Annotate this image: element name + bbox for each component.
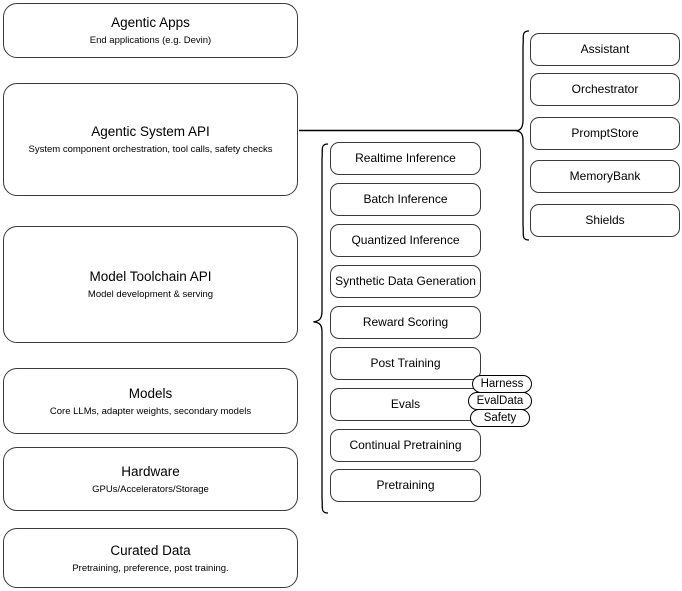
component-label: Continual Pretraining	[349, 438, 462, 452]
layer-subtitle: System component orchestration, tool cal…	[28, 144, 273, 155]
brace-right-system-components	[516, 30, 530, 241]
layer-title: Agentic System API	[91, 124, 210, 139]
layer-title: Model Toolchain API	[89, 269, 212, 284]
layer-card-model-toolchain-api[interactable]: Model Toolchain API Model development & …	[3, 226, 298, 343]
brace-middle-toolchain-components	[313, 143, 329, 514]
component-batch-inference[interactable]: Batch Inference	[330, 183, 481, 216]
component-realtime-inference[interactable]: Realtime Inference	[330, 142, 481, 175]
component-pretraining[interactable]: Pretraining	[330, 469, 481, 502]
component-label: Evals	[390, 397, 421, 411]
component-label: Shields	[585, 213, 625, 227]
layer-card-agentic-system-api[interactable]: Agentic System API System component orch…	[3, 83, 298, 196]
component-label: MemoryBank	[569, 169, 641, 183]
eval-tag-evaldata[interactable]: EvalData	[468, 392, 532, 410]
layer-title: Agentic Apps	[111, 15, 190, 30]
component-quantized-inference[interactable]: Quantized Inference	[330, 224, 481, 257]
layer-subtitle: Pretraining, preference, post training.	[72, 562, 229, 574]
component-promptstore[interactable]: PromptStore	[530, 117, 680, 150]
component-assistant[interactable]: Assistant	[530, 33, 680, 66]
component-synthetic-data-generation[interactable]: Synthetic Data Generation	[330, 265, 481, 298]
component-shields[interactable]: Shields	[530, 204, 680, 237]
component-label: Quantized Inference	[351, 233, 460, 247]
component-label: Synthetic Data Generation	[335, 274, 476, 288]
component-label: Pretraining	[376, 478, 435, 492]
layer-subtitle: Core LLMs, adapter weights, secondary mo…	[49, 405, 252, 417]
eval-tag-safety[interactable]: Safety	[470, 409, 530, 427]
component-label: Assistant	[580, 42, 630, 56]
eval-tag-harness[interactable]: Harness	[472, 375, 532, 393]
layer-title: Hardware	[121, 463, 180, 479]
layer-card-agentic-apps[interactable]: Agentic Apps End applications (e.g. Devi…	[3, 3, 298, 58]
component-reward-scoring[interactable]: Reward Scoring	[330, 306, 481, 339]
layer-card-hardware[interactable]: Hardware GPUs/Accelerators/Storage	[3, 447, 298, 511]
component-label: Reward Scoring	[362, 315, 449, 329]
component-continual-pretraining[interactable]: Continual Pretraining	[330, 429, 481, 462]
layer-subtitle: GPUs/Accelerators/Storage	[92, 483, 209, 495]
component-label: Post Training	[370, 356, 441, 370]
component-label: PromptStore	[571, 126, 639, 140]
component-label: Orchestrator	[571, 82, 639, 96]
layer-title: Models	[128, 385, 173, 401]
component-label: Realtime Inference	[355, 151, 456, 165]
layer-title: Curated Data	[110, 542, 191, 558]
component-label: Batch Inference	[363, 192, 448, 206]
layer-subtitle: Model development & serving	[87, 289, 214, 300]
layer-card-models[interactable]: Models Core LLMs, adapter weights, secon…	[3, 368, 298, 434]
layer-subtitle: End applications (e.g. Devin)	[89, 35, 212, 46]
layer-card-curated-data[interactable]: Curated Data Pretraining, preference, po…	[3, 528, 298, 588]
component-memorybank[interactable]: MemoryBank	[530, 160, 680, 193]
component-evals[interactable]: Evals	[330, 388, 481, 421]
component-post-training[interactable]: Post Training	[330, 347, 481, 380]
component-orchestrator[interactable]: Orchestrator	[530, 73, 680, 106]
